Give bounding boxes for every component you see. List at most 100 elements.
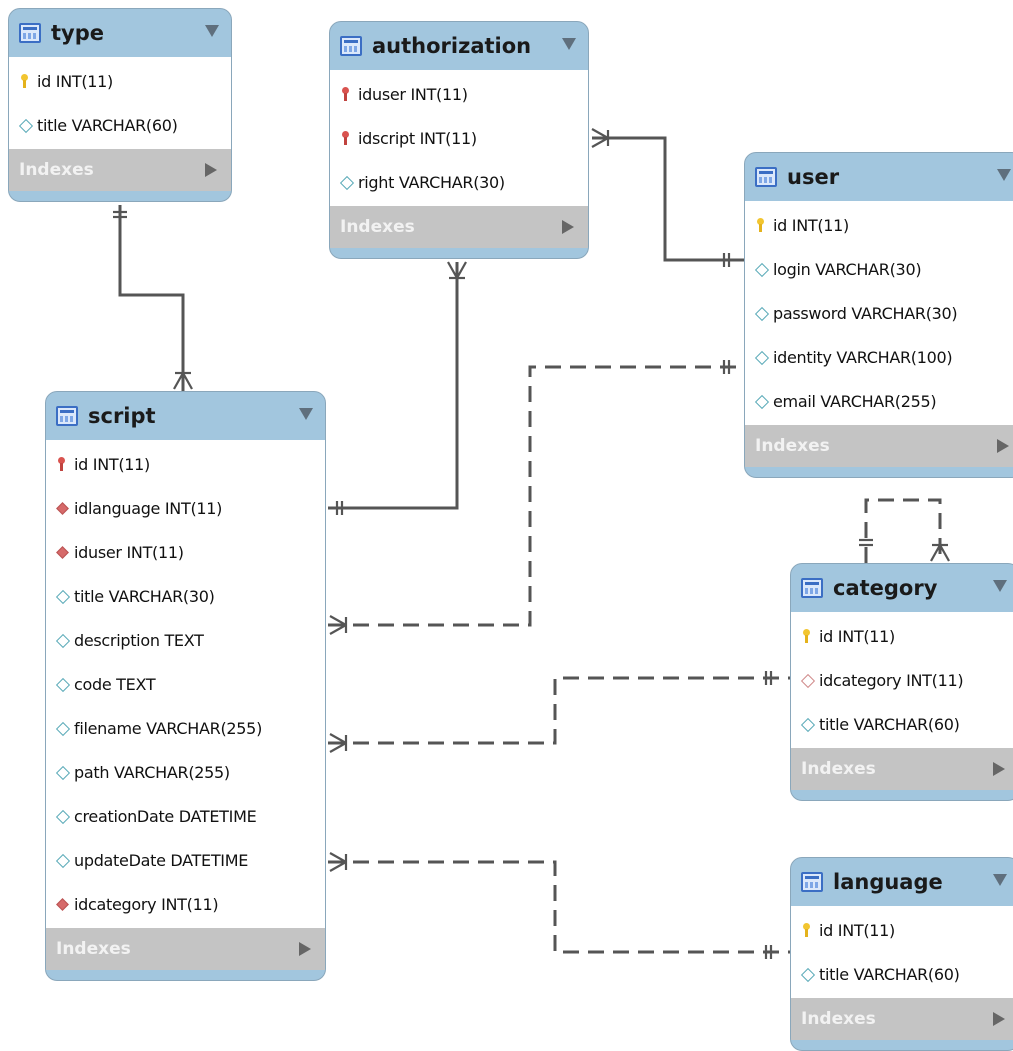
foreign-key-icon xyxy=(55,501,69,515)
column-row[interactable]: title VARCHAR(30) xyxy=(46,574,325,618)
column-row[interactable]: id INT(11) xyxy=(46,442,325,486)
column-label: iduser INT(11) xyxy=(358,84,468,104)
column-diamond-icon xyxy=(754,394,768,408)
table-script[interactable]: script id INT(11) idlanguage INT(11)iduser… xyxy=(45,391,326,981)
column-label: id INT(11) xyxy=(74,454,150,474)
columns-list: id INT(11)login VARCHAR(30) password VARC… xyxy=(745,201,1013,425)
indexes-section[interactable]: Indexes xyxy=(791,998,1013,1040)
foreign-key-icon xyxy=(55,897,69,911)
column-diamond-icon xyxy=(754,350,768,364)
column-row[interactable]: description TEXT xyxy=(46,618,325,662)
table-title: authorization xyxy=(372,34,532,58)
expand-arrow-icon[interactable] xyxy=(993,1012,1005,1026)
table-footer xyxy=(791,790,1013,800)
columns-list: id INT(11) idlanguage INT(11)iduser INT(1… xyxy=(46,440,325,928)
relationship-script-category xyxy=(328,676,790,745)
indexes-label: Indexes xyxy=(801,1009,876,1029)
table-title: script xyxy=(88,404,156,428)
column-row[interactable]: idscript INT(11) xyxy=(330,116,588,160)
table-footer xyxy=(9,191,231,201)
table-type[interactable]: type id INT(11)title VARCHAR(60) Indexes xyxy=(8,8,232,202)
collapse-caret-icon[interactable] xyxy=(205,25,219,37)
column-row[interactable]: code TEXT xyxy=(46,662,325,706)
column-row[interactable]: password VARCHAR(30) xyxy=(745,291,1013,335)
collapse-caret-icon[interactable] xyxy=(562,38,576,50)
column-diamond-icon xyxy=(55,677,69,691)
indexes-label: Indexes xyxy=(755,436,830,456)
column-label: idscript INT(11) xyxy=(358,128,477,148)
column-label: email VARCHAR(255) xyxy=(773,391,937,411)
table-header[interactable]: language xyxy=(791,858,1013,906)
column-row[interactable]: creationDate DATETIME xyxy=(46,794,325,838)
cardinality-mark xyxy=(182,372,193,390)
column-label: description TEXT xyxy=(74,630,204,650)
cardinality-mark xyxy=(930,544,941,562)
expand-arrow-icon[interactable] xyxy=(562,220,574,234)
indexes-section[interactable]: Indexes xyxy=(46,928,325,970)
expand-arrow-icon[interactable] xyxy=(997,439,1009,453)
table-user[interactable]: user id INT(11)login VARCHAR(30) password … xyxy=(744,152,1013,478)
indexes-label: Indexes xyxy=(19,160,94,180)
column-row[interactable]: idcategory INT(11) xyxy=(791,658,1013,702)
table-header[interactable]: user xyxy=(745,153,1013,201)
column-row[interactable]: iduser INT(11) xyxy=(46,530,325,574)
table-icon xyxy=(801,578,823,598)
column-label: password VARCHAR(30) xyxy=(773,303,958,323)
indexes-section[interactable]: Indexes xyxy=(330,206,588,248)
collapse-caret-icon[interactable] xyxy=(299,408,313,420)
collapse-caret-icon[interactable] xyxy=(993,874,1007,886)
table-header[interactable]: script xyxy=(46,392,325,440)
column-diamond-icon xyxy=(754,262,768,276)
table-title: user xyxy=(787,165,840,189)
table-title: type xyxy=(51,21,105,45)
primary-key-icon xyxy=(800,629,814,643)
expand-arrow-icon[interactable] xyxy=(205,163,217,177)
table-header[interactable]: authorization xyxy=(330,22,588,70)
primary-key-icon xyxy=(339,87,353,101)
column-diamond-icon xyxy=(55,809,69,823)
column-label: filename VARCHAR(255) xyxy=(74,718,263,738)
column-label: code TEXT xyxy=(74,674,156,694)
table-authorization[interactable]: authorization iduser INT(11) idscript INT(… xyxy=(329,21,589,259)
table-header[interactable]: category xyxy=(791,564,1013,612)
column-diamond-icon xyxy=(55,721,69,735)
column-row[interactable]: title VARCHAR(60) xyxy=(791,702,1013,746)
column-row[interactable]: title VARCHAR(60) xyxy=(9,103,231,147)
column-diamond-icon xyxy=(339,175,353,189)
indexes-section[interactable]: Indexes xyxy=(745,425,1013,467)
relationship-type-script xyxy=(118,205,185,391)
indexes-section[interactable]: Indexes xyxy=(9,149,231,191)
column-row[interactable]: login VARCHAR(30) xyxy=(745,247,1013,291)
primary-key-icon xyxy=(55,457,69,471)
collapse-caret-icon[interactable] xyxy=(993,580,1007,592)
cardinality-mark xyxy=(591,137,609,148)
column-row[interactable]: iduser INT(11) xyxy=(330,72,588,116)
column-row[interactable]: email VARCHAR(255) xyxy=(745,379,1013,423)
column-row[interactable]: title VARCHAR(60) xyxy=(791,952,1013,996)
expand-arrow-icon[interactable] xyxy=(993,762,1005,776)
indexes-section[interactable]: Indexes xyxy=(791,748,1013,790)
table-header[interactable]: type xyxy=(9,9,231,57)
column-row[interactable]: id INT(11) xyxy=(791,908,1013,952)
column-row[interactable]: path VARCHAR(255) xyxy=(46,750,325,794)
column-row[interactable]: filename VARCHAR(255) xyxy=(46,706,325,750)
column-row[interactable]: idlanguage INT(11) xyxy=(46,486,325,530)
indexes-label: Indexes xyxy=(801,759,876,779)
table-footer xyxy=(745,467,1013,477)
column-row[interactable]: id INT(11) xyxy=(9,59,231,103)
column-row[interactable]: updateDate DATETIME xyxy=(46,838,325,882)
column-label: right VARCHAR(30) xyxy=(358,172,505,192)
column-row[interactable]: id INT(11) xyxy=(791,614,1013,658)
column-diamond-icon xyxy=(55,633,69,647)
cardinality-mark xyxy=(447,261,458,279)
column-row[interactable]: idcategory INT(11) xyxy=(46,882,325,926)
column-row[interactable]: id INT(11) xyxy=(745,203,1013,247)
columns-list: iduser INT(11) idscript INT(11) right VARC… xyxy=(330,70,588,206)
column-row[interactable]: identity VARCHAR(100) xyxy=(745,335,1013,379)
cardinality-mark xyxy=(329,624,347,635)
expand-arrow-icon[interactable] xyxy=(299,942,311,956)
column-row[interactable]: right VARCHAR(30) xyxy=(330,160,588,204)
collapse-caret-icon[interactable] xyxy=(997,169,1011,181)
